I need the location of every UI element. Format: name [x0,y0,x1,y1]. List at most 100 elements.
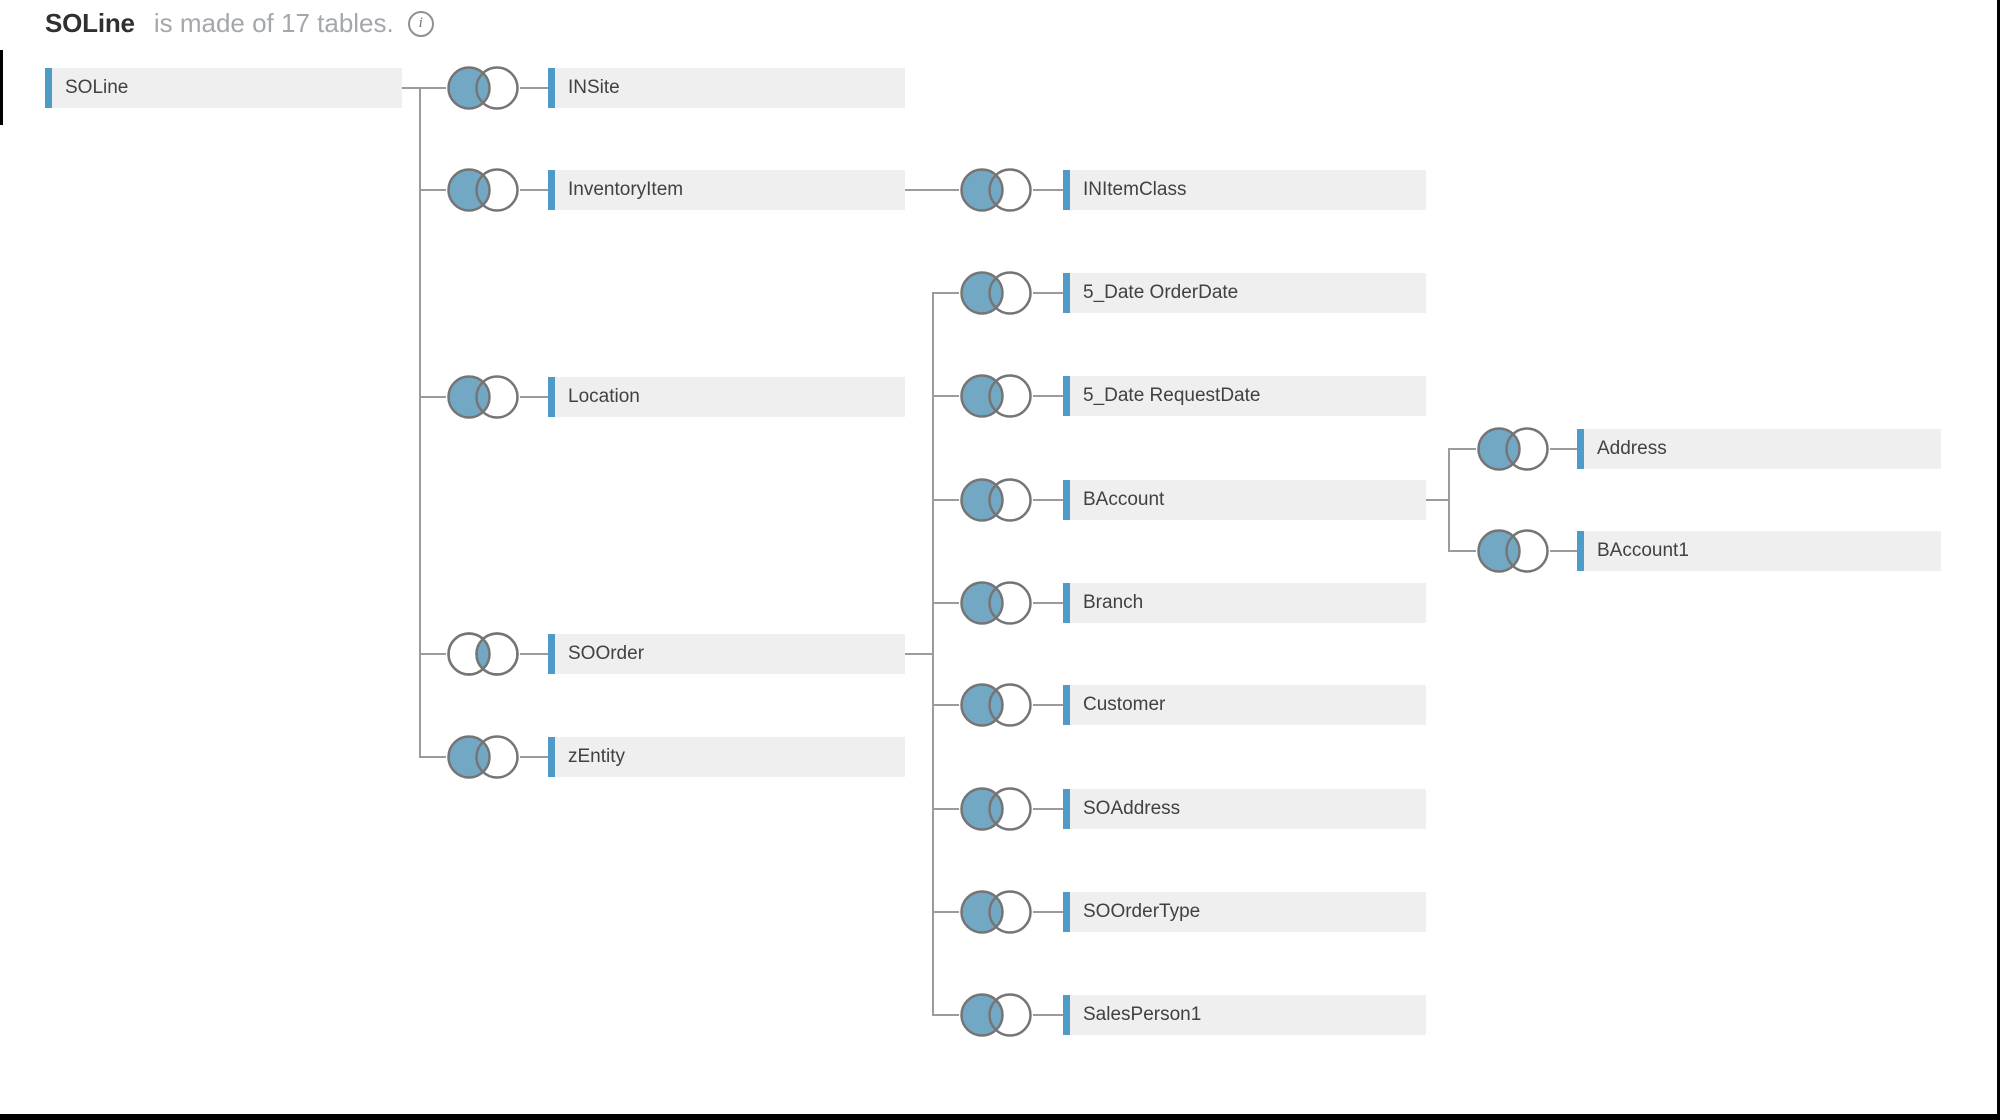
table-label: 5_Date OrderDate [1083,282,1239,303]
connector [1033,808,1063,810]
table-label: Customer [1083,694,1166,715]
table-node-root[interactable]: SOLine [45,68,402,108]
connector [932,704,959,706]
inner-join-icon[interactable] [446,631,520,677]
left-join-icon[interactable] [446,65,520,111]
connector [520,87,548,89]
left-join-icon[interactable] [1476,528,1550,574]
table-node[interactable]: BAccount1 [1577,531,1941,571]
table-label: 5_Date RequestDate [1083,385,1261,406]
left-join-icon[interactable] [446,734,520,780]
table-label: zEntity [568,746,626,767]
connector [520,653,548,655]
connector [520,189,548,191]
table-node[interactable]: SOAddress [1063,789,1426,829]
table-node[interactable]: InventoryItem [548,170,905,210]
left-join-icon[interactable] [959,992,1033,1038]
left-join-icon[interactable] [959,270,1033,316]
accent-bar [1577,531,1584,571]
table-node[interactable]: 5_Date OrderDate [1063,273,1426,313]
accent-bar [1063,273,1070,313]
table-node[interactable]: INSite [548,68,905,108]
connector [932,395,959,397]
connector [1550,550,1577,552]
connector [932,602,959,604]
accent-bar [1063,892,1070,932]
accent-bar [1063,170,1070,210]
table-node[interactable]: SOOrder [548,634,905,674]
connector [1448,550,1476,552]
connector [419,189,446,191]
table-node[interactable]: zEntity [548,737,905,777]
table-node[interactable]: Address [1577,429,1941,469]
connector [932,911,959,913]
left-join-icon[interactable] [959,682,1033,728]
connector [1033,189,1063,191]
table-label: Branch [1083,592,1144,613]
connector [419,653,446,655]
left-join-icon[interactable] [959,167,1033,213]
table-label: Location [568,386,640,407]
table-label: BAccount [1083,489,1165,510]
connector [419,87,421,758]
connector [520,756,548,758]
table-label: InventoryItem [568,179,684,200]
left-border-fragment [0,50,3,125]
table-label: SOOrder [568,643,645,664]
connector [520,396,548,398]
connector [402,87,446,89]
title-subtitle: is made of 17 tables. [153,8,394,38]
left-join-icon[interactable] [959,477,1033,523]
table-label: SalesPerson1 [1083,1004,1202,1025]
table-node[interactable]: Location [548,377,905,417]
accent-bar [548,377,555,417]
connector [1033,911,1063,913]
connector [1033,395,1063,397]
connector [1426,499,1450,501]
table-label: INSite [568,77,620,98]
connector [419,756,446,758]
accent-bar [1063,376,1070,416]
accent-bar [548,170,555,210]
accent-bar [45,68,52,108]
connector [932,292,934,1016]
page-title: SOLine is made of 17 tables. i [45,8,434,39]
left-join-icon[interactable] [959,373,1033,419]
connector [1550,448,1577,450]
connector [905,653,934,655]
table-node[interactable]: 5_Date RequestDate [1063,376,1426,416]
left-join-icon[interactable] [1476,426,1550,472]
table-node[interactable]: Customer [1063,685,1426,725]
left-join-icon[interactable] [446,167,520,213]
table-node[interactable]: SOOrderType [1063,892,1426,932]
table-label: BAccount1 [1597,540,1689,561]
accent-bar [1063,480,1070,520]
left-join-icon[interactable] [959,580,1033,626]
connector [1033,1014,1063,1016]
connector [1033,499,1063,501]
table-label: Address [1597,438,1667,459]
accent-bar [1063,685,1070,725]
connector [932,1014,959,1016]
connector [932,292,959,294]
connector [1448,448,1450,552]
info-icon[interactable]: i [407,10,434,37]
accent-bar [1063,789,1070,829]
right-border [1997,0,2000,1120]
table-node[interactable]: SalesPerson1 [1063,995,1426,1035]
connector [1448,448,1476,450]
left-join-icon[interactable] [959,786,1033,832]
table-node[interactable]: Branch [1063,583,1426,623]
connector [419,396,446,398]
accent-bar [548,634,555,674]
connector [1033,292,1063,294]
accent-bar [548,737,555,777]
table-label: SOLine [65,77,129,98]
table-node[interactable]: INItemClass [1063,170,1426,210]
connector [1033,704,1063,706]
table-node[interactable]: BAccount [1063,480,1426,520]
left-join-icon[interactable] [446,374,520,420]
left-join-icon[interactable] [959,889,1033,935]
accent-bar [548,68,555,108]
